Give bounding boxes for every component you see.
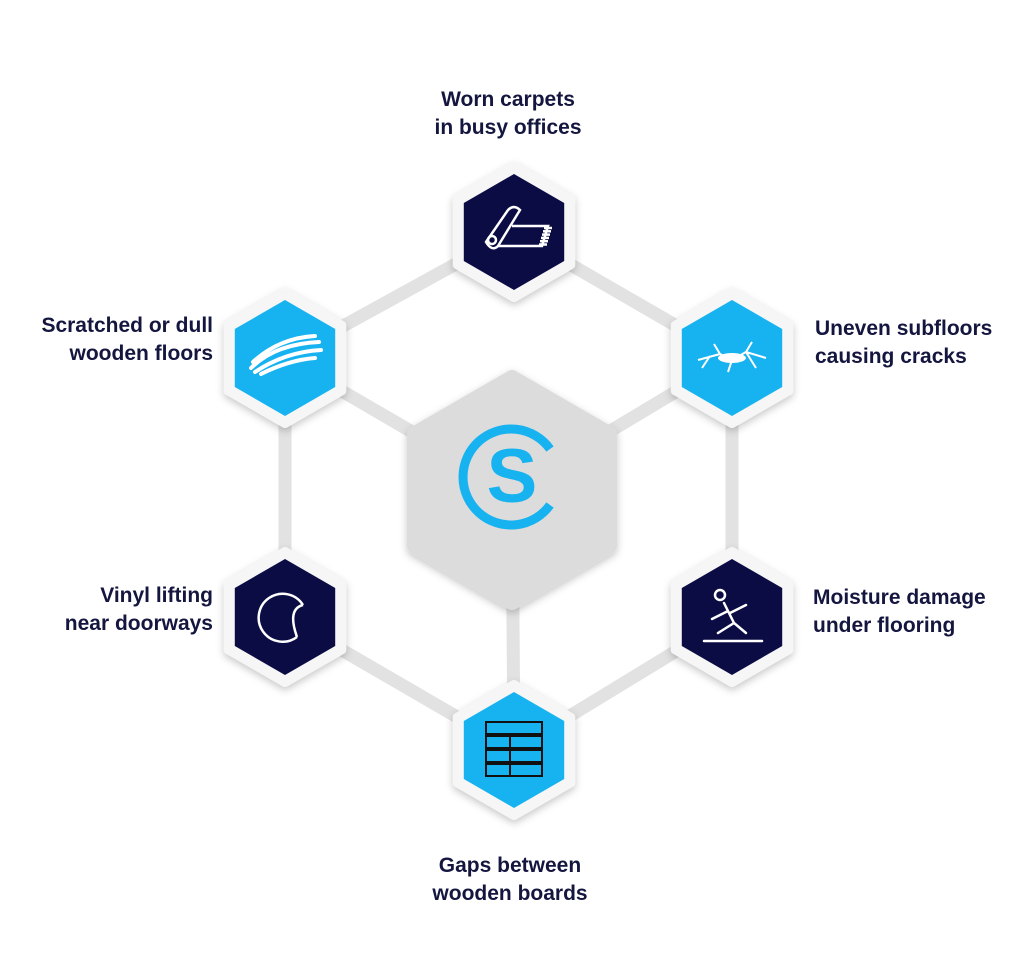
carpet-roll-icon <box>484 205 552 250</box>
label-line: Moisture damage <box>813 586 986 609</box>
label-line: causing cracks <box>815 345 967 368</box>
wooden-boards-icon <box>485 721 543 777</box>
label-line: under flooring <box>813 614 956 637</box>
sc-logo-icon: S <box>458 424 554 530</box>
label-line: Worn carpets <box>441 88 575 111</box>
label-uneven-subfloors: Uneven subfloors causing cracks <box>815 315 1024 371</box>
label-scratched-floors: Scratched or dull wooden floors <box>0 312 213 368</box>
node-vinyl-lifting <box>223 547 347 687</box>
svg-text:S: S <box>487 434 538 519</box>
label-line: in busy offices <box>434 116 582 139</box>
label-line: Uneven subfloors <box>815 317 993 340</box>
label-moisture-damage: Moisture damage under flooring <box>813 584 1024 640</box>
label-line: Gaps between <box>438 854 582 877</box>
label-gaps-boards: Gaps between wooden boards <box>360 852 660 908</box>
center-hex-shape <box>407 370 617 610</box>
node-scratched-floors <box>223 288 347 428</box>
label-line: wooden boards <box>432 882 588 905</box>
label-line: near doorways <box>64 612 213 635</box>
cracked-floor-icon <box>697 341 767 373</box>
slip-hazard-icon <box>702 588 764 643</box>
label-line: Vinyl lifting <box>100 584 213 607</box>
center-hexagon: S <box>407 370 617 610</box>
hex-fill <box>234 559 336 675</box>
label-vinyl-lifting: Vinyl lifting near doorways <box>0 582 213 638</box>
label-worn-carpets: Worn carpets in busy offices <box>358 86 658 142</box>
node-gaps-boards <box>452 680 576 820</box>
scratch-icon <box>249 334 323 376</box>
label-line: wooden floors <box>69 342 214 365</box>
node-moisture-damage <box>670 547 794 687</box>
label-line: Scratched or dull <box>41 314 213 337</box>
node-worn-carpets <box>452 162 576 302</box>
node-uneven-subfloors <box>670 288 794 428</box>
peeling-sticker-icon <box>257 592 305 643</box>
hex-fill <box>463 174 565 290</box>
